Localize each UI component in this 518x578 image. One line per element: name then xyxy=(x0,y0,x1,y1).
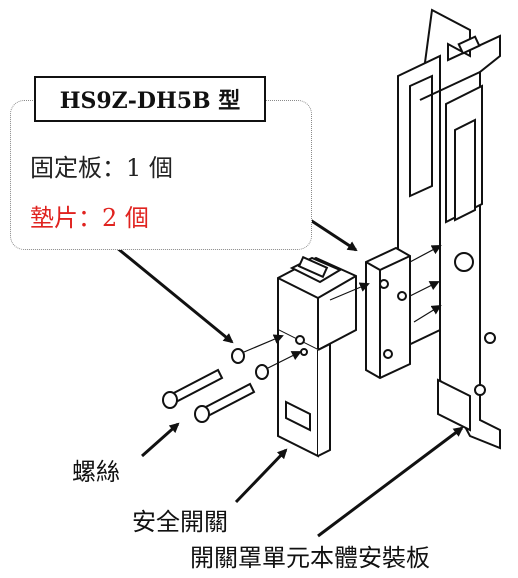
spacer-drawings xyxy=(231,348,269,380)
assembly-guides xyxy=(243,245,442,369)
screw-label: 螺絲 xyxy=(72,458,120,486)
arrow-to-spacers xyxy=(99,232,234,344)
screw-drawings xyxy=(162,368,256,423)
parts-callout-box xyxy=(10,100,312,250)
mounting-plate-drawing xyxy=(397,8,501,450)
fixing-plate-drawing xyxy=(365,246,411,380)
model-title: HS9Z-DH5B 型 xyxy=(34,76,266,122)
mount-plate-label: 開關罩單元本體安裝板 xyxy=(190,544,430,572)
safety-switch-label: 安全開關 xyxy=(132,508,228,536)
safety-switch-drawing xyxy=(277,255,357,458)
arrow-to-plate xyxy=(317,426,464,538)
spacer-qty: 墊片：2 個 xyxy=(30,204,149,232)
fixing-plate-qty: 固定板：1 個 xyxy=(30,154,173,182)
arrow-to-switch xyxy=(234,448,288,504)
arrow-to-screws xyxy=(141,422,180,458)
